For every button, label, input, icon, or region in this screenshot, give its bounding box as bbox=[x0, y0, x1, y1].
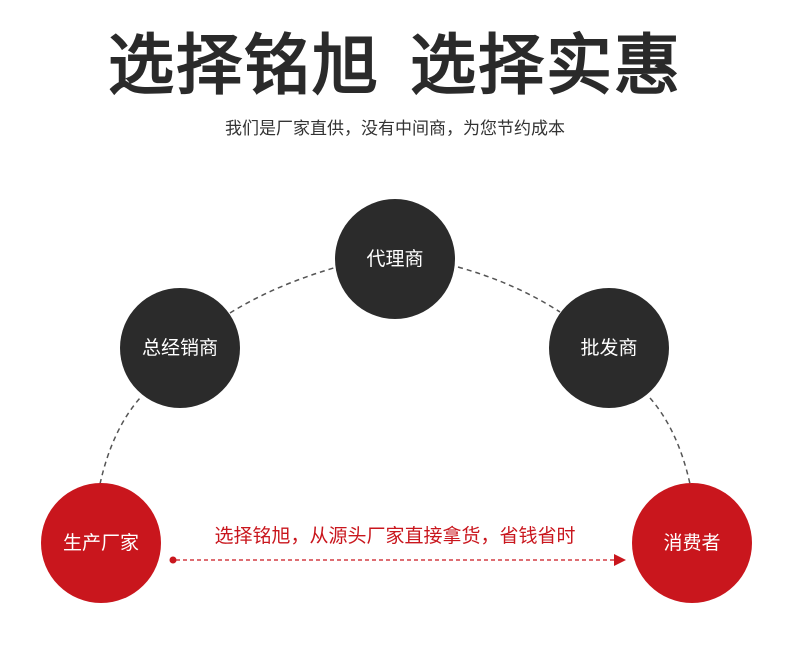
node-general-distributor: 总经销商 bbox=[120, 288, 240, 408]
page-title-part1: 选择铭旭 bbox=[108, 27, 380, 104]
direct-arrow-head bbox=[614, 554, 626, 566]
node-general-distributor-label: 总经销商 bbox=[141, 337, 218, 359]
direct-arrow-start-dot bbox=[169, 556, 177, 564]
node-agent: 代理商 bbox=[335, 199, 455, 319]
arc-segment-upper-right bbox=[457, 266, 561, 313]
node-wholesaler-label: 批发商 bbox=[580, 337, 638, 359]
page-title: 选择铭旭选择实惠 bbox=[0, 26, 790, 106]
node-manufacturer: 生产厂家 bbox=[41, 483, 161, 603]
node-wholesaler: 批发商 bbox=[549, 288, 669, 408]
arc-segment-right bbox=[649, 397, 691, 485]
page-title-part2: 选择实惠 bbox=[410, 27, 682, 104]
arc-segment-left bbox=[99, 397, 141, 485]
node-consumer: 消费者 bbox=[632, 483, 752, 603]
node-consumer-label: 消费者 bbox=[663, 532, 721, 554]
node-agent-label: 代理商 bbox=[366, 248, 424, 270]
page-subtitle: 我们是厂家直供，没有中间商，为您节约成本 bbox=[225, 119, 565, 139]
arc-segment-upper-left bbox=[229, 266, 338, 314]
direct-supply-caption: 选择铭旭，从源头厂家直接拿货，省钱省时 bbox=[214, 525, 576, 547]
node-manufacturer-label: 生产厂家 bbox=[62, 532, 139, 554]
